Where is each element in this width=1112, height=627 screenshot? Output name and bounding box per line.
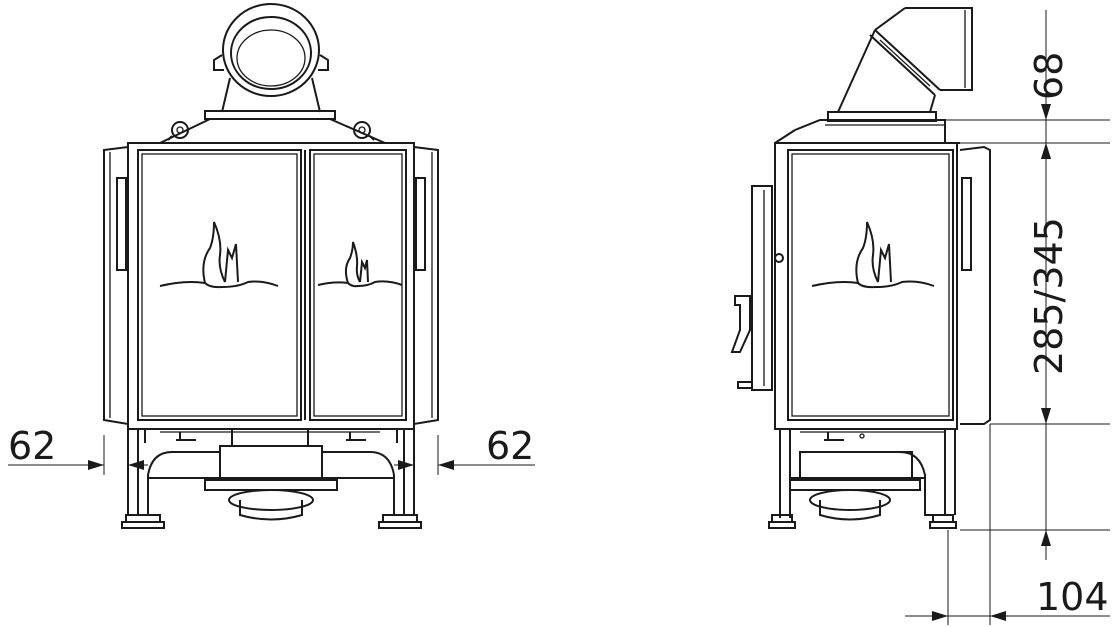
front-top-hood [159, 118, 386, 144]
side-body-frame [774, 142, 958, 430]
side-base [768, 429, 957, 529]
front-right-offset-label: 62 [486, 424, 534, 468]
side-bottom-offset-dimension: 104 [905, 424, 1110, 625]
side-door-handle [730, 185, 784, 391]
front-body-frame [127, 142, 415, 430]
side-height-dimension-label: 285/345 [1027, 217, 1071, 375]
side-door [787, 149, 954, 421]
side-flame-emblem [811, 221, 935, 289]
front-side-panel-left [103, 145, 129, 426]
side-top [774, 119, 960, 144]
side-flue-elbow [827, 7, 973, 122]
side-rear-panel [959, 145, 991, 425]
front-side-panel-right [413, 145, 439, 426]
front-left-offset-label: 62 [8, 424, 56, 468]
front-door-left [137, 149, 302, 421]
side-bottom-dimension-label: 104 [1036, 575, 1109, 619]
front-left-offset-dimension: 62 [8, 424, 148, 475]
front-base [121, 428, 422, 529]
front-flue-collar [204, 3, 336, 120]
side-view [730, 7, 991, 529]
front-view [103, 3, 439, 529]
front-door-right [309, 149, 407, 421]
side-top-dimension-label: 68 [1027, 52, 1071, 100]
front-right-offset-dimension: 62 [394, 424, 535, 475]
side-vertical-dimensions: 68 285/345 [945, 10, 1110, 560]
